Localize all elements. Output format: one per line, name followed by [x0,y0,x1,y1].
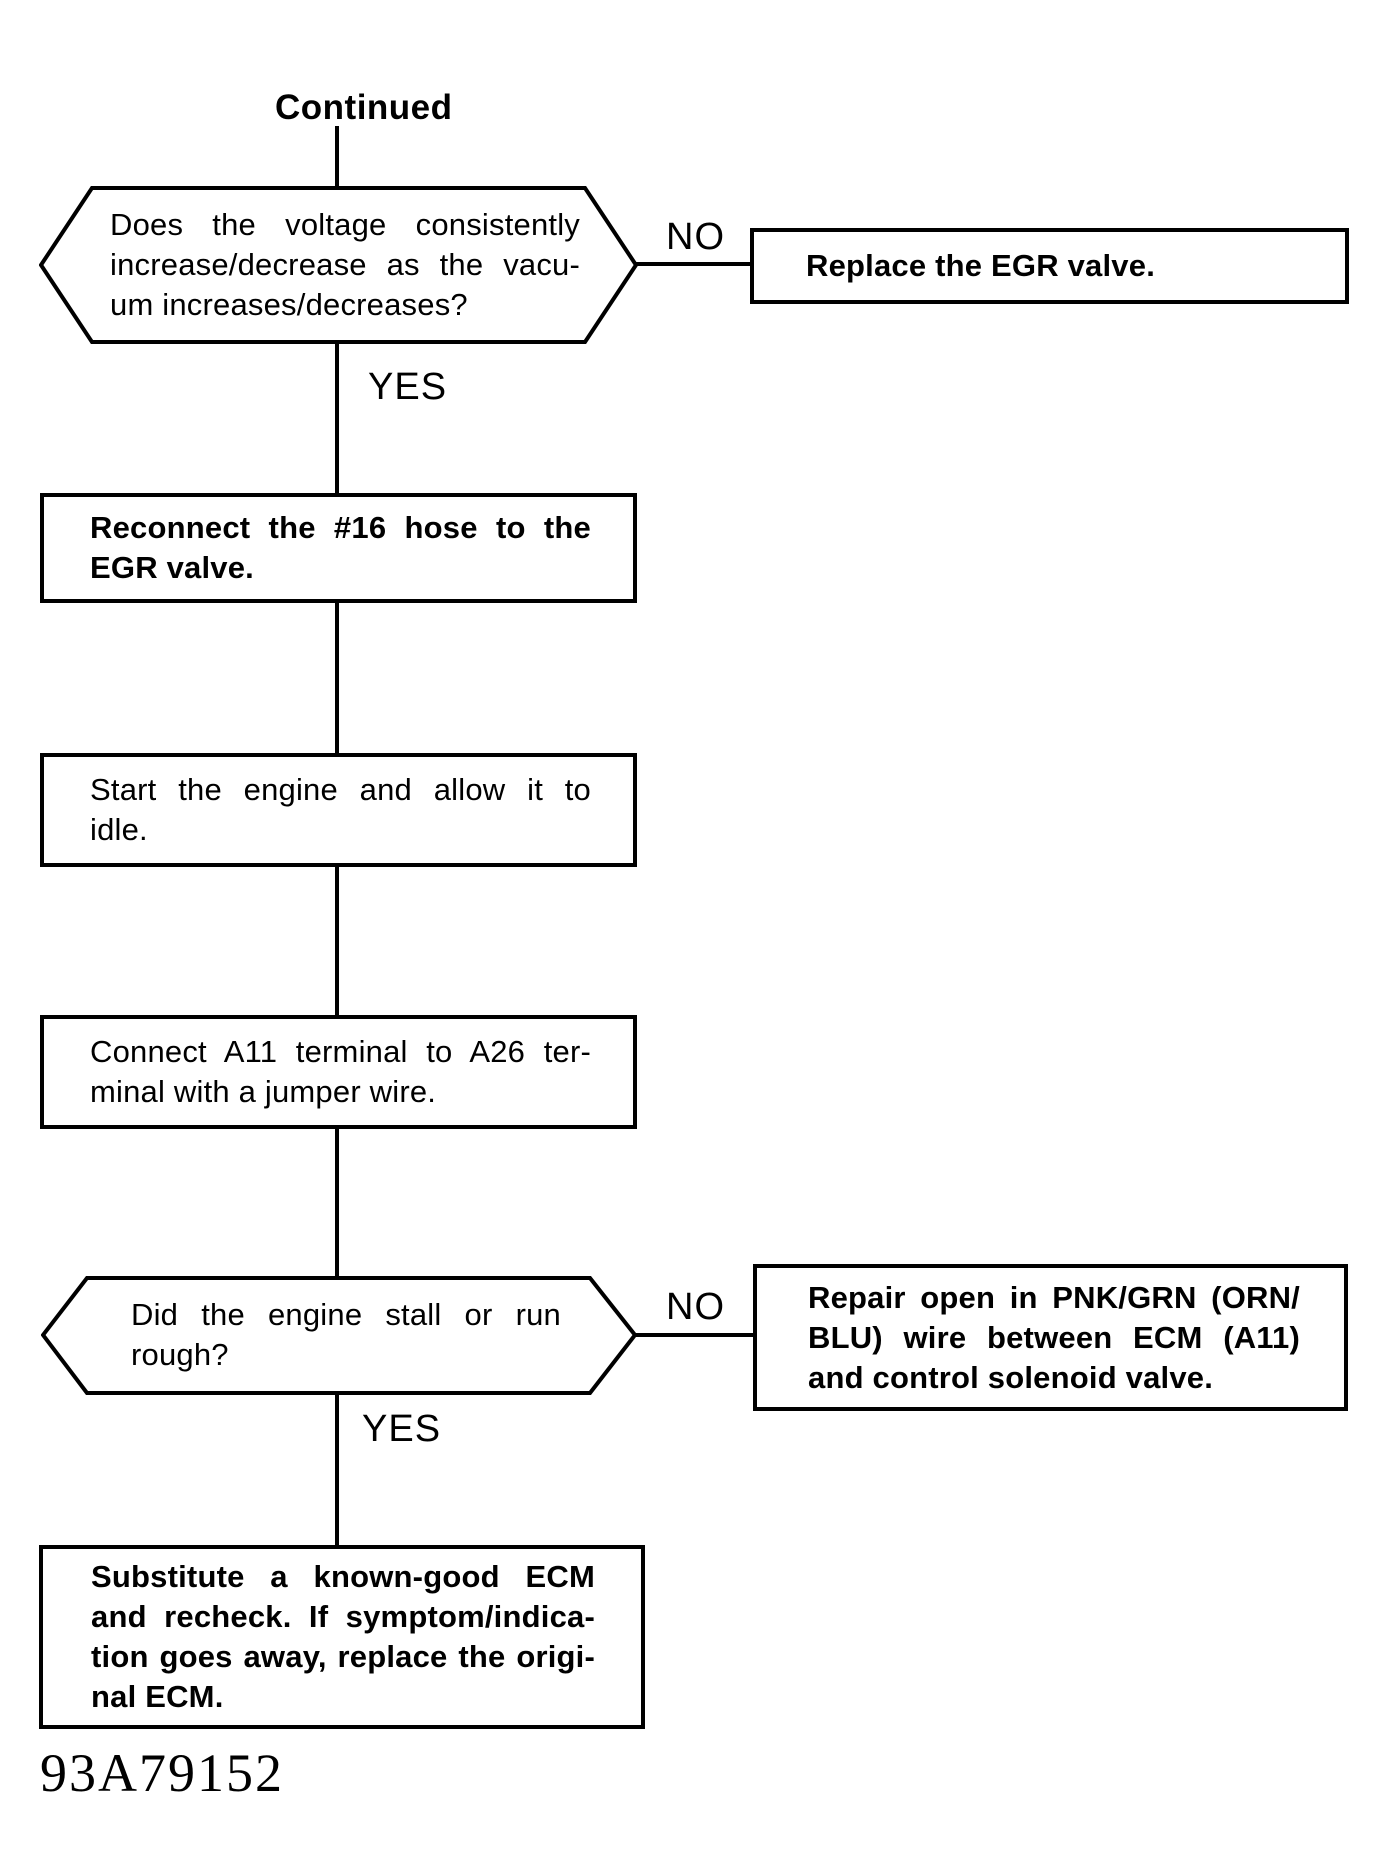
decision-voltage-text: Does the voltage consistently increase/d… [110,205,580,325]
label-no-1: NO [666,216,725,258]
box-substitute-ecm-line: tion goes away, replace the origi- [91,1639,595,1674]
box-replace-egr-valve: Replace the EGR valve. [750,228,1349,304]
box-repair-open-wire-line: BLU) wire between ECM (A11) [808,1319,1300,1355]
box-substitute-ecm-line: Substitute a known-good ECM [91,1559,595,1594]
decision-engine-stall-line: rough? [131,1337,229,1372]
box-connect-terminals: Connect A11 terminal to A26 ter- minal w… [40,1015,637,1129]
box-replace-egr-valve-line: Replace the EGR valve. [806,248,1156,283]
box-connect-terminals-line: minal with a jumper wire. [90,1074,437,1109]
decision-engine-stall-line: Did the engine stall or run [131,1297,561,1332]
decision-engine-stall-shape [41,1276,637,1395]
box-repair-open-wire-line: and control solenoid valve. [808,1359,1214,1395]
box-repair-open-wire: Repair open in PNK/GRN (ORN/ BLU) wire b… [753,1264,1348,1411]
box-start-engine-line: idle. [90,812,148,847]
box-reconnect-hose: Reconnect the #16 hose to the EGR valve. [40,493,637,603]
box-reconnect-hose-line: Reconnect the #16 hose to the [90,510,591,545]
box-connect-terminals-line: Connect A11 terminal to A26 ter- [90,1034,591,1069]
box-repair-open-wire-line: Repair open in PNK/GRN (ORN/ [808,1279,1300,1315]
box-start-engine-line: Start the engine and allow it to [90,772,591,807]
label-yes-2: YES [362,1408,442,1450]
continued-label: Continued [275,88,453,127]
decision-engine-stall-text: Did the engine stall or run rough? [131,1295,561,1375]
box-substitute-ecm: Substitute a known-good ECM and recheck.… [39,1545,645,1729]
box-substitute-ecm-line: and recheck. If symptom/indica- [91,1599,595,1634]
box-reconnect-hose-line: EGR valve. [90,550,254,585]
no-connector-line-2 [630,1333,758,1337]
decision-voltage-shape [39,186,638,344]
decision-voltage-line: Does the voltage consistently [110,207,580,242]
figure-code: 93A79152 [40,1743,284,1803]
box-start-engine: Start the engine and allow it to idle. [40,753,637,867]
box-substitute-ecm-line: nal ECM. [91,1679,224,1714]
label-yes-1: YES [368,366,448,408]
no-connector-line-1 [630,262,755,266]
label-no-2: NO [666,1286,725,1328]
decision-voltage-line: increase/decrease as the vacu- [110,247,580,282]
decision-voltage-line: um increases/decreases? [110,287,468,322]
